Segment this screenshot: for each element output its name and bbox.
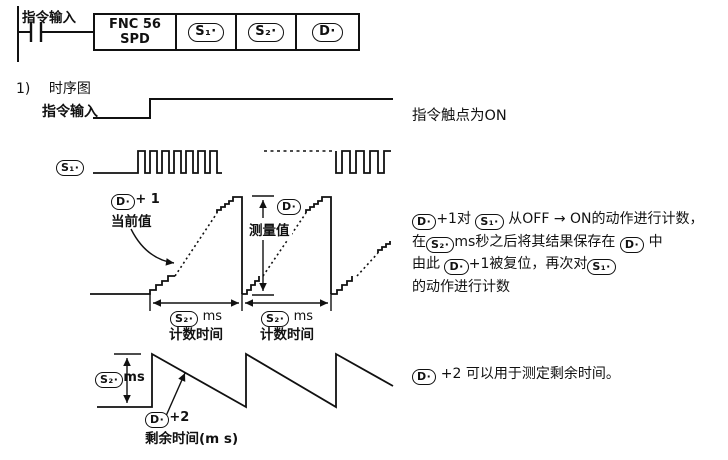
staircase-dotted-slopes — [174, 212, 379, 277]
d-badge-n2: D· — [619, 236, 645, 253]
fnc-cell: FNC 56 SPD — [95, 15, 175, 49]
d-plus1-suffix: + 1 — [135, 192, 160, 207]
note-text: +1对 — [436, 211, 471, 227]
current-value-label: 当前值 — [111, 214, 152, 230]
current-value-pointer-arrow — [130, 228, 175, 266]
note-line-1: D·+1对 S₁· 从OFF → ON的动作进行计数， — [412, 208, 728, 231]
count-time-label-2: S₂· ms 计数时间 — [241, 309, 333, 343]
note-text: ms秒之后将其结果保存在 — [454, 233, 616, 250]
fnc-name: SPD — [120, 32, 150, 47]
d-operand-badge: D· — [312, 22, 343, 42]
fnc-number: FNC 56 — [109, 17, 161, 32]
remaining-note-text: +2 可以用于测定剩余时间。 — [440, 366, 620, 382]
s1-row-badge: S₁· — [56, 154, 85, 176]
operand-cell-s1: S₁· — [175, 15, 235, 49]
instruction-block: FNC 56 SPD S₁· S₂· D· — [93, 13, 360, 51]
count-time-text-2: 计数时间 — [260, 327, 314, 343]
note-text: 由此 — [412, 256, 440, 272]
s2ms-label: S₂·ms — [95, 370, 145, 388]
measured-value-label: 测量值 — [247, 218, 292, 240]
d-measure-badge-wrap: D· — [277, 193, 302, 215]
ladder-rail-and-contact-icon — [17, 6, 93, 62]
s2-badge-1: S₂· — [170, 311, 199, 327]
d-badge-2: D· — [145, 412, 170, 428]
remaining-time-note: D· +2 可以用于测定剩余时间。 — [412, 363, 620, 385]
s1-pulse-train-2 — [335, 150, 391, 174]
count-time-label-1: S₂· ms 计数时间 — [150, 309, 242, 343]
operand-cell-d: D· — [295, 15, 358, 49]
ms-unit-1: ms — [202, 309, 222, 324]
s2-badge-2: S₂· — [261, 311, 290, 327]
remaining-time-sawtooth-waveform — [97, 352, 394, 409]
d-measure-badge: D· — [277, 199, 302, 215]
s1-badge: S₁· — [56, 160, 85, 176]
s1-badge-n1: S₁· — [475, 214, 504, 230]
d-plus2-label: D·+2 — [145, 410, 189, 428]
timing-input-label: 指令输入 — [42, 104, 98, 120]
d-badge-n3: D· — [444, 259, 469, 275]
d-plus2-pointer-arrow — [165, 372, 186, 417]
contact-on-note: 指令触点为ON — [412, 108, 507, 124]
s2-badge-3: S₂· — [95, 372, 124, 388]
d-plus2-suffix: +2 — [169, 410, 190, 425]
s1-badge-n3: S₁· — [587, 259, 616, 275]
d-badge-n4: D· — [412, 369, 437, 385]
s1-pulse-waveform — [93, 150, 391, 174]
measured-value-arrow — [252, 195, 274, 296]
instruction-input-waveform — [93, 98, 393, 119]
section-number: 1) — [16, 81, 31, 97]
note-line-4: 的动作进行计数 — [412, 278, 510, 295]
count-staircase-waveform — [90, 196, 391, 295]
s1-pulse-train-1 — [93, 150, 222, 174]
count-time-dimension-arrows — [149, 293, 332, 311]
d-plus1-label: D·+ 1 — [111, 192, 160, 210]
s2-badge-n2: S₂· — [426, 236, 455, 253]
note-text: +1被复位，再次对 — [468, 256, 588, 272]
ladder-input-label: 指令输入 — [22, 10, 76, 26]
s1-operand-badge: S₁· — [188, 22, 224, 42]
operand-cell-s2: S₂· — [235, 15, 295, 49]
d-badge: D· — [111, 194, 136, 210]
note-text: 中 — [648, 233, 663, 250]
note-text: 在 — [412, 233, 426, 250]
d-badge-n1: D· — [412, 214, 437, 230]
section-title: 时序图 — [48, 81, 91, 97]
ms-unit-2: ms — [293, 309, 313, 324]
section-heading: 1) 时序图 — [16, 78, 91, 98]
count-time-text-1: 计数时间 — [169, 327, 223, 343]
ms-unit-3: ms — [123, 370, 145, 385]
note-text: 从OFF → ON的动作进行计数， — [508, 211, 704, 227]
remaining-time-label: 剩余时间(m s) — [145, 431, 239, 447]
s2-operand-badge: S₂· — [248, 22, 284, 42]
s2ms-dimension-arrow — [114, 353, 141, 403]
